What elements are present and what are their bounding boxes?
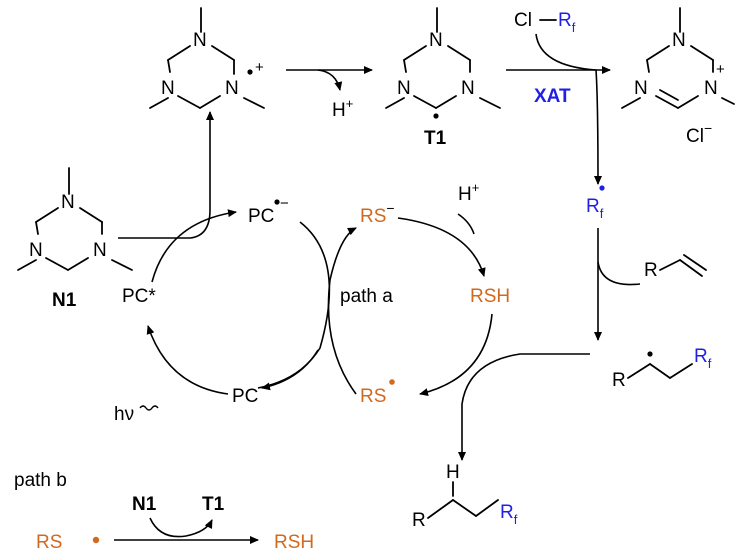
iminium-plus: + bbox=[716, 61, 725, 78]
pc-radical-dot bbox=[274, 199, 280, 205]
pc-excited: PC* bbox=[122, 286, 156, 307]
h-plus-release: H+ bbox=[332, 96, 353, 121]
path-b-t1: T1 bbox=[202, 494, 225, 515]
radical-adduct: R Rf bbox=[612, 346, 712, 391]
product-r: R bbox=[412, 510, 426, 531]
arrow-rf-release bbox=[535, 33, 602, 185]
pc-ground: PC bbox=[232, 386, 258, 407]
atom-n-top: N bbox=[193, 30, 207, 51]
atom-n-right: N bbox=[225, 78, 239, 99]
arrow-set-oxidation bbox=[118, 111, 214, 239]
adduct-radical-dot bbox=[647, 351, 653, 357]
pc-radical-anion: PC bbox=[248, 206, 274, 227]
path-b-rsh: RSH bbox=[274, 532, 314, 552]
path-b-label: path b bbox=[14, 470, 67, 491]
atom-n-left: N bbox=[397, 78, 411, 99]
rf-radical-dot bbox=[599, 185, 605, 191]
adduct-rf: Rf bbox=[694, 346, 712, 371]
n1-label: N1 bbox=[52, 290, 77, 311]
cycle-arc-set bbox=[151, 209, 237, 283]
rf-group: Rf bbox=[558, 10, 576, 35]
atom-n-right: N bbox=[704, 78, 718, 99]
iminium-product: N N N + bbox=[621, 7, 735, 109]
t1-label: T1 bbox=[424, 128, 447, 149]
arrow-hat-product bbox=[458, 353, 590, 461]
xat-label: XAT bbox=[534, 86, 571, 107]
arrow-h-release bbox=[317, 69, 343, 91]
cycle-arc-reduction bbox=[327, 227, 357, 395]
atom-n-right: N bbox=[93, 240, 107, 261]
hv-label: hν bbox=[114, 404, 134, 425]
path-a-label: path a bbox=[340, 286, 393, 307]
radical-dot bbox=[247, 69, 253, 75]
triazinane-radical-cation: N N N + bbox=[149, 7, 265, 109]
chloride: Cl− bbox=[686, 120, 712, 147]
atom-n-top: N bbox=[429, 30, 443, 51]
atom-n-left: N bbox=[29, 240, 43, 261]
rf-radical: Rf bbox=[586, 196, 604, 221]
cycle-arc-to-pc bbox=[261, 349, 319, 391]
rs-anion: RS− bbox=[360, 200, 395, 227]
atom-n-left: N bbox=[161, 78, 175, 99]
atom-n-left: N bbox=[634, 78, 648, 99]
alkene-r: R bbox=[644, 260, 658, 281]
path-b-rs-radical: RS bbox=[36, 532, 62, 552]
cl-atom: Cl bbox=[514, 10, 532, 31]
cycle-arc-hat bbox=[419, 313, 493, 396]
rsh-cycle: RSH bbox=[470, 286, 510, 307]
cycle-arc-right bbox=[257, 221, 331, 389]
arrow-path-b-curve bbox=[149, 517, 213, 538]
rs-radical-cycle: RS bbox=[360, 386, 386, 407]
atom-n-top: N bbox=[672, 30, 686, 51]
light-wavy-line bbox=[139, 405, 159, 411]
arrow-h-in bbox=[457, 213, 475, 235]
cycle-arc-protonation bbox=[397, 217, 486, 277]
final-product: H R Rf bbox=[412, 462, 518, 531]
radical-dot bbox=[433, 113, 439, 119]
pc-minus: − bbox=[280, 195, 289, 212]
cation-plus: + bbox=[255, 59, 264, 76]
cycle-arc-left bbox=[146, 325, 229, 395]
product-h: H bbox=[446, 462, 460, 483]
path-b-radical-dot bbox=[92, 536, 100, 544]
path-b-n1: N1 bbox=[132, 494, 157, 515]
arrow-alkene-in bbox=[597, 261, 641, 286]
rs-radical-dot bbox=[389, 379, 395, 385]
adduct-r: R bbox=[612, 370, 626, 391]
product-rf: Rf bbox=[500, 502, 518, 527]
h-plus-cycle: H+ bbox=[458, 180, 479, 205]
n1-amine: N N N N1 bbox=[17, 167, 133, 311]
t1-radical: N N N T1 bbox=[385, 7, 501, 149]
atom-n-top: N bbox=[61, 192, 75, 213]
atom-n-right: N bbox=[461, 78, 475, 99]
